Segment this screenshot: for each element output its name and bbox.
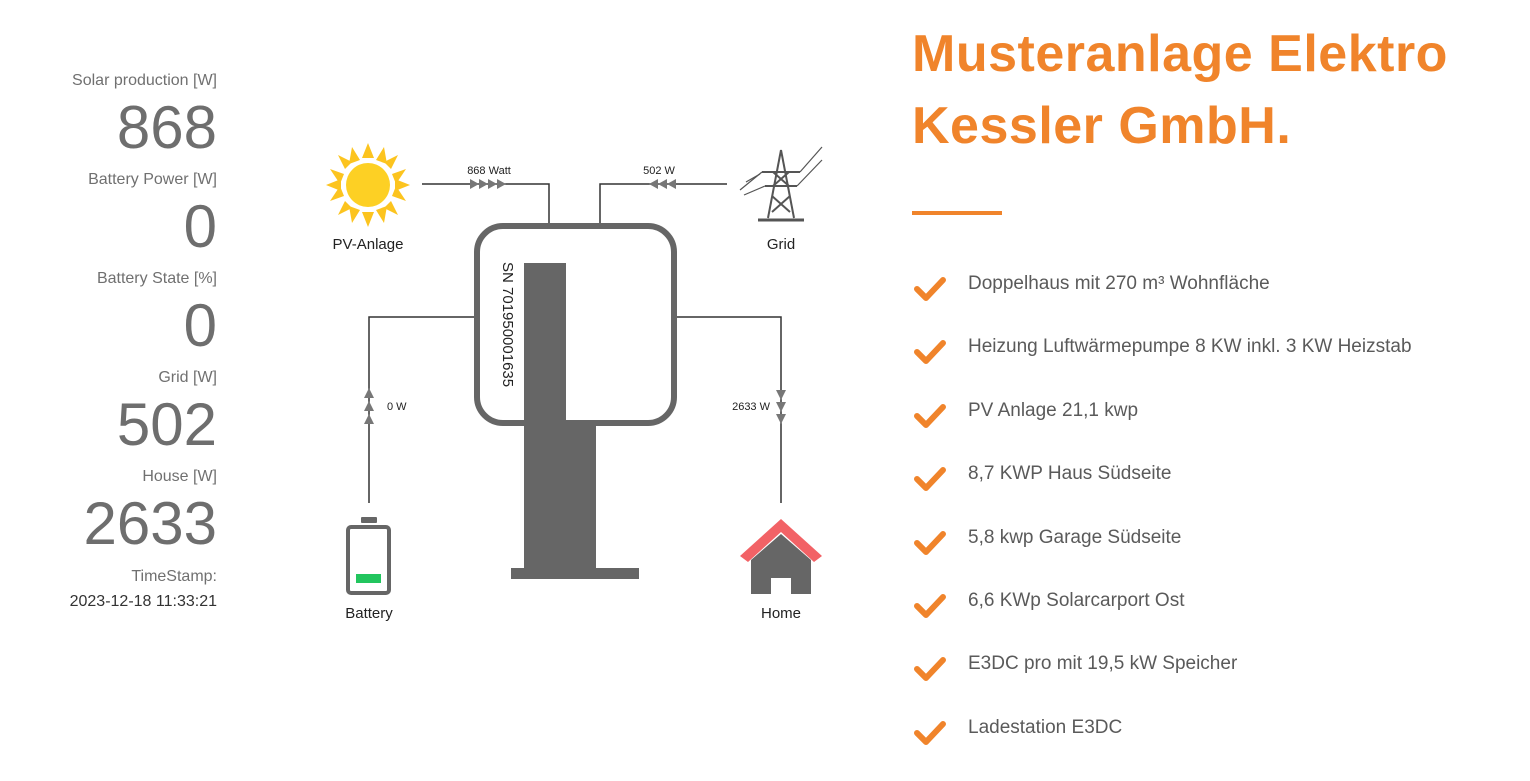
battery-connection-line [368, 316, 477, 503]
house-value: 2633 [83, 490, 217, 557]
home-flow-arrows [776, 390, 786, 424]
grid-icon-label: Grid [767, 236, 795, 253]
home-connection-line [674, 316, 782, 503]
list-item: PV Anlage 21,1 kwp [912, 395, 1512, 458]
checkmark-icon [914, 720, 946, 745]
home-label: Home [761, 605, 801, 622]
timestamp-label: TimeStamp: [131, 568, 217, 585]
feature-text: 8,7 KWP Haus Südseite [968, 463, 1172, 485]
feature-text: PV Anlage 21,1 kwp [968, 399, 1139, 421]
solar-production-label: Solar production [W] [72, 72, 217, 89]
house-label: House [W] [142, 468, 217, 485]
grid-flow-label: 502 W [643, 165, 675, 177]
inverter-icon [474, 223, 677, 579]
page-title: Musteranlage Elektro Kessler GmbH. [912, 25, 1448, 155]
list-item: Doppelhaus mit 270 m³ Wohnfläche [912, 268, 1512, 331]
energy-flow-diagram: 868 Watt 502 W 0 W 2633 W [326, 143, 823, 622]
list-item: 5,8 kwp Garage Südseite [912, 522, 1512, 585]
checkmark-icon [914, 530, 946, 555]
pv-connection-line [422, 183, 550, 226]
feature-text: E3DC pro mit 19,5 kW Speicher [968, 653, 1238, 675]
solar-production-value: 868 [116, 94, 217, 161]
power-pylon-icon [739, 146, 823, 222]
battery-power-value: 0 [183, 193, 217, 260]
feature-text: Heizung Luftwärmepumpe 8 KW inkl. 3 KW H… [968, 336, 1412, 358]
battery-icon [346, 517, 391, 595]
checkmark-icon [914, 467, 946, 492]
home-flow-label: 2633 W [732, 401, 771, 413]
battery-power-label: Battery Power [W] [88, 171, 217, 188]
battery-label: Battery [345, 605, 393, 622]
checkmark-icon [914, 277, 946, 301]
battery-state-label: Battery State [%] [96, 270, 217, 287]
checkmark-icon [914, 657, 946, 682]
feature-text: Ladestation E3DC [968, 716, 1123, 738]
grid-connection-line [599, 183, 727, 226]
info-panel: Musteranlage Elektro Kessler GmbH. Doppe… [912, 18, 1512, 745]
feature-list: Doppelhaus mit 270 m³ Wohnfläche Heizung… [912, 268, 1512, 775]
house-icon [740, 519, 822, 594]
battery-state-value: 0 [183, 292, 217, 359]
checkmark-icon [914, 340, 946, 365]
checkmark-icon [914, 403, 946, 428]
list-item: Ladestation E3DC [912, 712, 1512, 775]
grid-flow-arrows [649, 179, 676, 189]
feature-text: 6,6 KWp Solarcarport Ost [968, 589, 1185, 611]
list-item: E3DC pro mit 19,5 kW Speicher [912, 648, 1512, 711]
battery-flow-arrows [364, 388, 374, 424]
list-item: 8,7 KWP Haus Südseite [912, 458, 1512, 521]
sun-icon [326, 143, 410, 227]
timestamp-value: 2023-12-18 11:33:21 [69, 593, 217, 610]
battery-flow-label: 0 W [387, 401, 407, 413]
pv-flow-label: 868 Watt [467, 165, 511, 177]
list-item: 6,6 KWp Solarcarport Ost [912, 585, 1512, 648]
feature-text: Doppelhaus mit 270 m³ Wohnfläche [968, 273, 1270, 294]
feature-text: 5,8 kwp Garage Südseite [968, 526, 1182, 548]
serial-number: SN 701950001635 [499, 262, 516, 387]
pv-flow-arrows [470, 179, 506, 189]
title-divider [912, 211, 1002, 215]
grid-value: 502 [116, 391, 217, 458]
checkmark-icon [914, 593, 946, 618]
pv-label: PV-Anlage [333, 236, 404, 253]
grid-label: Grid [W] [158, 369, 217, 386]
list-item: Heizung Luftwärmepumpe 8 KW inkl. 3 KW H… [912, 331, 1512, 394]
